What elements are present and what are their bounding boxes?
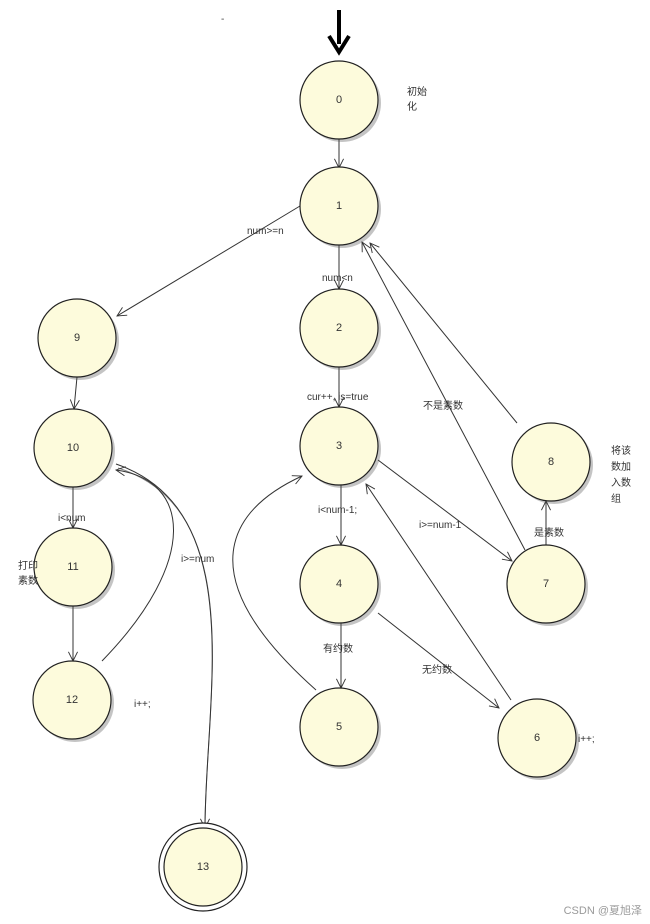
edges-layer	[73, 139, 546, 828]
edge-7-1	[362, 242, 526, 551]
edge-10-13-outline	[117, 467, 213, 829]
state-node-10[interactable]: 10	[33, 408, 115, 490]
node-circle	[33, 408, 113, 488]
node-label: 13	[197, 861, 209, 873]
watermark: CSDN @夏旭泽	[563, 905, 642, 917]
state-node-7[interactable]: 7	[506, 544, 588, 626]
edge-3-7	[377, 459, 512, 561]
state-node-13[interactable]: 13	[158, 822, 248, 912]
edge-12-10	[101, 470, 174, 662]
state-node-11[interactable]: 11	[33, 527, 115, 609]
edge-label-10-11: i<num	[58, 513, 86, 524]
note-line: i++;	[134, 699, 151, 710]
stray-mark: -	[221, 14, 224, 25]
note-inc6: i++;	[578, 734, 595, 745]
edge-1-9	[117, 205, 301, 316]
node-circle	[299, 544, 379, 624]
node-label: 9	[74, 332, 80, 344]
state-node-3[interactable]: 3	[299, 406, 381, 488]
node-circle	[32, 660, 112, 740]
node-label: 12	[66, 694, 78, 706]
edge-label-10-13: i>=num	[181, 554, 214, 565]
node-circle	[33, 527, 113, 607]
node-circle	[299, 687, 379, 767]
node-label: 3	[336, 440, 342, 452]
edge-label-4-6: 无约数	[422, 663, 452, 676]
edge-5-3	[232, 476, 317, 691]
node-circle	[299, 288, 379, 368]
edge-6-3	[366, 484, 512, 701]
note-init: 初始化	[407, 85, 427, 113]
note-line: 初始	[407, 85, 427, 98]
node-circle	[37, 298, 117, 378]
edge-label-7-1: 不是素数	[423, 399, 463, 412]
edge-label-1-9: num>=n	[247, 226, 284, 237]
edge-4-6	[377, 612, 499, 708]
state-node-9[interactable]: 9	[37, 298, 119, 380]
edge-9-10	[74, 376, 77, 409]
state-node-1[interactable]: 1	[299, 166, 381, 248]
note-line: 组	[611, 492, 621, 505]
note-line: 将该	[611, 444, 631, 457]
node-label: 5	[336, 721, 342, 733]
edge-10-13	[115, 463, 213, 828]
state-node-0[interactable]: 0	[299, 60, 381, 142]
note-line: 化	[407, 100, 417, 113]
node-label: 0	[336, 94, 342, 106]
edge-labels-layer: num>=n num<n cur++, is=true i<num-1; i>=num-…	[58, 226, 564, 676]
node-label: 8	[548, 456, 554, 468]
edge-label-7-8: 是素数	[534, 526, 564, 539]
state-node-12[interactable]: 12	[32, 660, 114, 742]
node-circle	[497, 698, 577, 778]
note-line: 打印	[18, 559, 38, 572]
node-circle	[299, 60, 379, 140]
node-label: 11	[67, 561, 78, 573]
node-circle	[299, 166, 379, 246]
state-node-5[interactable]: 5	[299, 687, 381, 769]
node-circle	[299, 406, 379, 486]
node-label: 2	[336, 322, 342, 334]
edge-8-1	[370, 243, 518, 424]
edge-label-1-2: num<n	[322, 273, 353, 284]
state-node-8[interactable]: 8	[511, 422, 593, 504]
state-node-6[interactable]: 6	[497, 698, 579, 780]
node-circle	[163, 827, 243, 907]
note-line: 数加	[611, 460, 631, 473]
edge-label-3-7: i>=num-1	[419, 520, 462, 531]
note-inc12: i++;	[134, 699, 151, 710]
node-circle	[511, 422, 591, 502]
edge-label-2-3: cur++, is=true	[307, 392, 369, 403]
edge-label-3-4: i<num-1;	[318, 505, 357, 516]
state-node-2[interactable]: 2	[299, 288, 381, 370]
note-line: 素数	[18, 574, 38, 587]
node-label: 6	[534, 732, 540, 744]
node-label: 10	[67, 442, 79, 454]
note-line: 入数	[611, 476, 631, 489]
state-node-4[interactable]: 4	[299, 544, 381, 626]
node-label: 4	[336, 578, 342, 590]
node-circle	[506, 544, 586, 624]
node-label: 1	[336, 200, 342, 212]
initial-arrow	[327, 10, 351, 56]
note-line: i++;	[578, 734, 595, 745]
node-label: 7	[543, 578, 549, 590]
edge-label-4-5: 有约数	[323, 642, 353, 655]
